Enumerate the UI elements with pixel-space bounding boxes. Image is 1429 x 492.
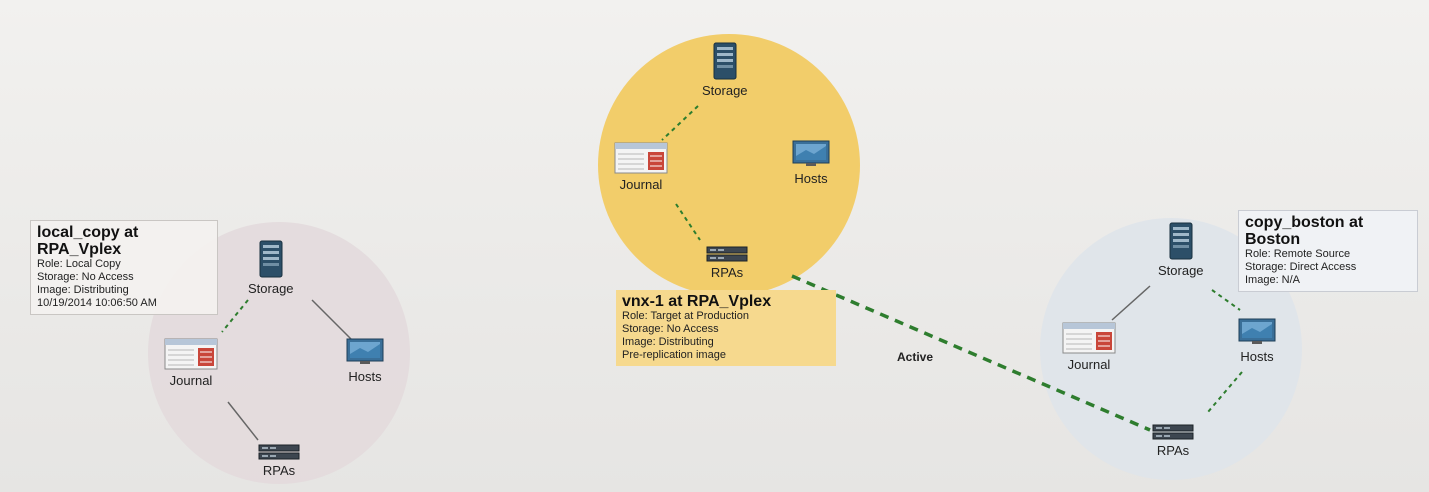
node-label-hosts: Hosts [794, 171, 828, 186]
node-local-storage[interactable]: Storage [248, 240, 294, 296]
site-role: Role: Remote Source [1245, 248, 1351, 260]
site-title: copy_boston at [1245, 214, 1364, 231]
replication-link-active[interactable] [791, 274, 1151, 432]
link-vnx-storage-journal [661, 105, 699, 141]
node-vnx-storage[interactable]: Storage [702, 42, 748, 98]
site-info-local-copy: local_copy at RPA_Vplex Role: Local Copy… [30, 220, 218, 315]
site-image-status: Image: Distributing [37, 284, 129, 296]
site-title-location: RPA_Vplex [37, 241, 122, 258]
node-label-hosts: Hosts [348, 369, 382, 384]
site-title-location: Boston [1245, 231, 1301, 248]
node-label-storage: Storage [702, 83, 748, 98]
node-boston-journal[interactable]: Journal [1062, 322, 1116, 372]
link-status-label: Active [897, 350, 934, 364]
site-timestamp: 10/19/2014 10:06:50 AM [37, 297, 157, 309]
node-label-storage: Storage [248, 281, 294, 296]
node-label-journal: Journal [619, 177, 663, 192]
rpa-appliance-icon [706, 246, 748, 262]
node-label-journal: Journal [1067, 357, 1111, 372]
journal-icon [1062, 322, 1116, 354]
node-label-storage: Storage [1158, 263, 1204, 278]
node-label-rpas: RPAs [262, 463, 296, 478]
node-label-rpas: RPAs [1156, 443, 1190, 458]
site-image-status: Image: N/A [1245, 274, 1301, 286]
journal-icon [614, 142, 668, 174]
link-boston-storage-journal [1111, 285, 1151, 321]
rpa-appliance-icon [1152, 424, 1194, 440]
node-vnx-rpas[interactable]: RPAs [706, 246, 748, 280]
node-label-journal: Journal [169, 373, 213, 388]
site-role: Role: Target at Production [622, 310, 749, 322]
hosts-icon [1238, 318, 1276, 344]
link-vnx-journal-rpas [675, 203, 701, 241]
link-local-journal-rpas [227, 401, 259, 441]
site-storage-status: Storage: Direct Access [1245, 261, 1357, 273]
node-label-hosts: Hosts [1240, 349, 1274, 364]
site-title: vnx-1 at RPA_Vplex [622, 293, 772, 310]
storage-icon [713, 42, 737, 80]
site-info-vnx-1: vnx-1 at RPA_Vplex Role: Target at Produ… [616, 290, 836, 366]
node-vnx-hosts[interactable]: Hosts [792, 140, 830, 186]
site-role: Role: Local Copy [37, 258, 121, 270]
node-vnx-journal[interactable]: Journal [614, 142, 668, 192]
hosts-icon [346, 338, 384, 364]
site-storage-status: Storage: No Access [622, 323, 719, 335]
node-local-rpas[interactable]: RPAs [258, 444, 300, 478]
site-title: local_copy at [37, 224, 139, 241]
storage-icon [259, 240, 283, 278]
node-boston-rpas[interactable]: RPAs [1152, 424, 1194, 458]
site-image-note: Pre-replication image [622, 349, 726, 361]
site-image-status: Image: Distributing [622, 336, 714, 348]
site-info-copy-boston: copy_boston at Boston Role: Remote Sourc… [1238, 210, 1418, 292]
node-local-hosts[interactable]: Hosts [346, 338, 384, 384]
hosts-icon [792, 140, 830, 166]
node-boston-hosts[interactable]: Hosts [1238, 318, 1276, 364]
rpa-appliance-icon [258, 444, 300, 460]
link-boston-storage-hosts [1211, 289, 1241, 311]
link-local-storage-hosts [311, 299, 353, 341]
storage-icon [1169, 222, 1193, 260]
link-local-storage-journal [221, 299, 249, 333]
link-boston-hosts-rpas [1207, 371, 1243, 413]
node-label-rpas: RPAs [710, 265, 744, 280]
journal-icon [164, 338, 218, 370]
node-boston-storage[interactable]: Storage [1158, 222, 1204, 278]
site-storage-status: Storage: No Access [37, 271, 134, 283]
node-local-journal[interactable]: Journal [164, 338, 218, 388]
